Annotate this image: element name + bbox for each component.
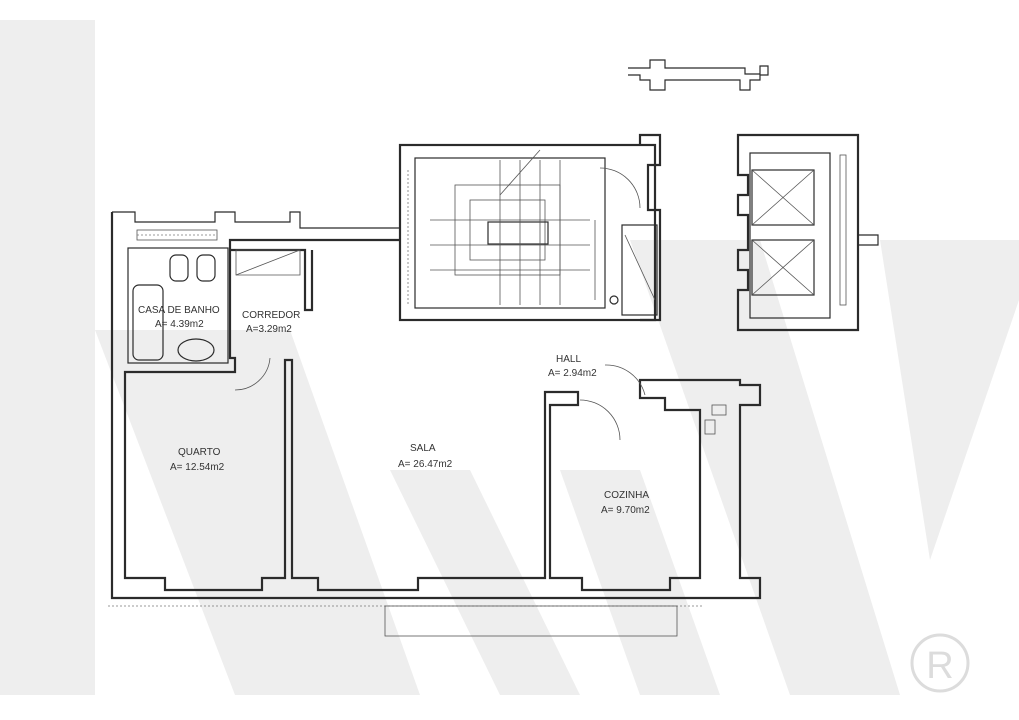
sala-label: SALA bbox=[410, 443, 436, 454]
toilet-icon bbox=[169, 254, 189, 282]
sink-icon bbox=[177, 338, 215, 362]
bidet-icon bbox=[196, 254, 216, 282]
casa-de-banho-area: A= 4.39m2 bbox=[155, 319, 204, 330]
bathroom-fixtures bbox=[132, 229, 218, 362]
registered-mark-letter: R bbox=[926, 645, 953, 687]
room-labels: CASA DE BANHO A= 4.39m2 CORREDOR A=3.29m… bbox=[138, 305, 650, 516]
window-grille bbox=[136, 229, 218, 241]
corredor-area: A=3.29m2 bbox=[246, 324, 292, 335]
registered-mark: R bbox=[910, 633, 970, 693]
hall-label: HALL bbox=[556, 354, 581, 365]
watermark-w-left bbox=[170, 330, 420, 695]
stair-fragment bbox=[628, 59, 769, 91]
stairwell bbox=[398, 133, 662, 322]
watermark-logo bbox=[0, 20, 1019, 695]
stair-steps bbox=[430, 149, 596, 305]
watermark-k-stem bbox=[0, 20, 95, 695]
apartment-walls bbox=[108, 211, 762, 637]
watermark-k-diagonal bbox=[95, 330, 350, 695]
sala-area: A= 26.47m2 bbox=[398, 459, 453, 470]
corredor-label: CORREDOR bbox=[242, 310, 300, 321]
hall-area: A= 2.94m2 bbox=[548, 368, 597, 379]
lift-block bbox=[736, 133, 879, 332]
watermark-w-right bbox=[560, 470, 720, 695]
casa-de-banho-label: CASA DE BANHO bbox=[138, 305, 220, 316]
quarto-label: QUARTO bbox=[178, 447, 221, 458]
bathtub-icon bbox=[132, 284, 164, 361]
watermark-w-far bbox=[630, 240, 900, 695]
quarto-area: A= 12.54m2 bbox=[170, 462, 225, 473]
cozinha-label: COZINHA bbox=[604, 490, 649, 501]
watermark-w-mid bbox=[390, 470, 580, 695]
watermark-w-far-right bbox=[880, 240, 1019, 560]
cozinha-area: A= 9.70m2 bbox=[601, 505, 650, 516]
